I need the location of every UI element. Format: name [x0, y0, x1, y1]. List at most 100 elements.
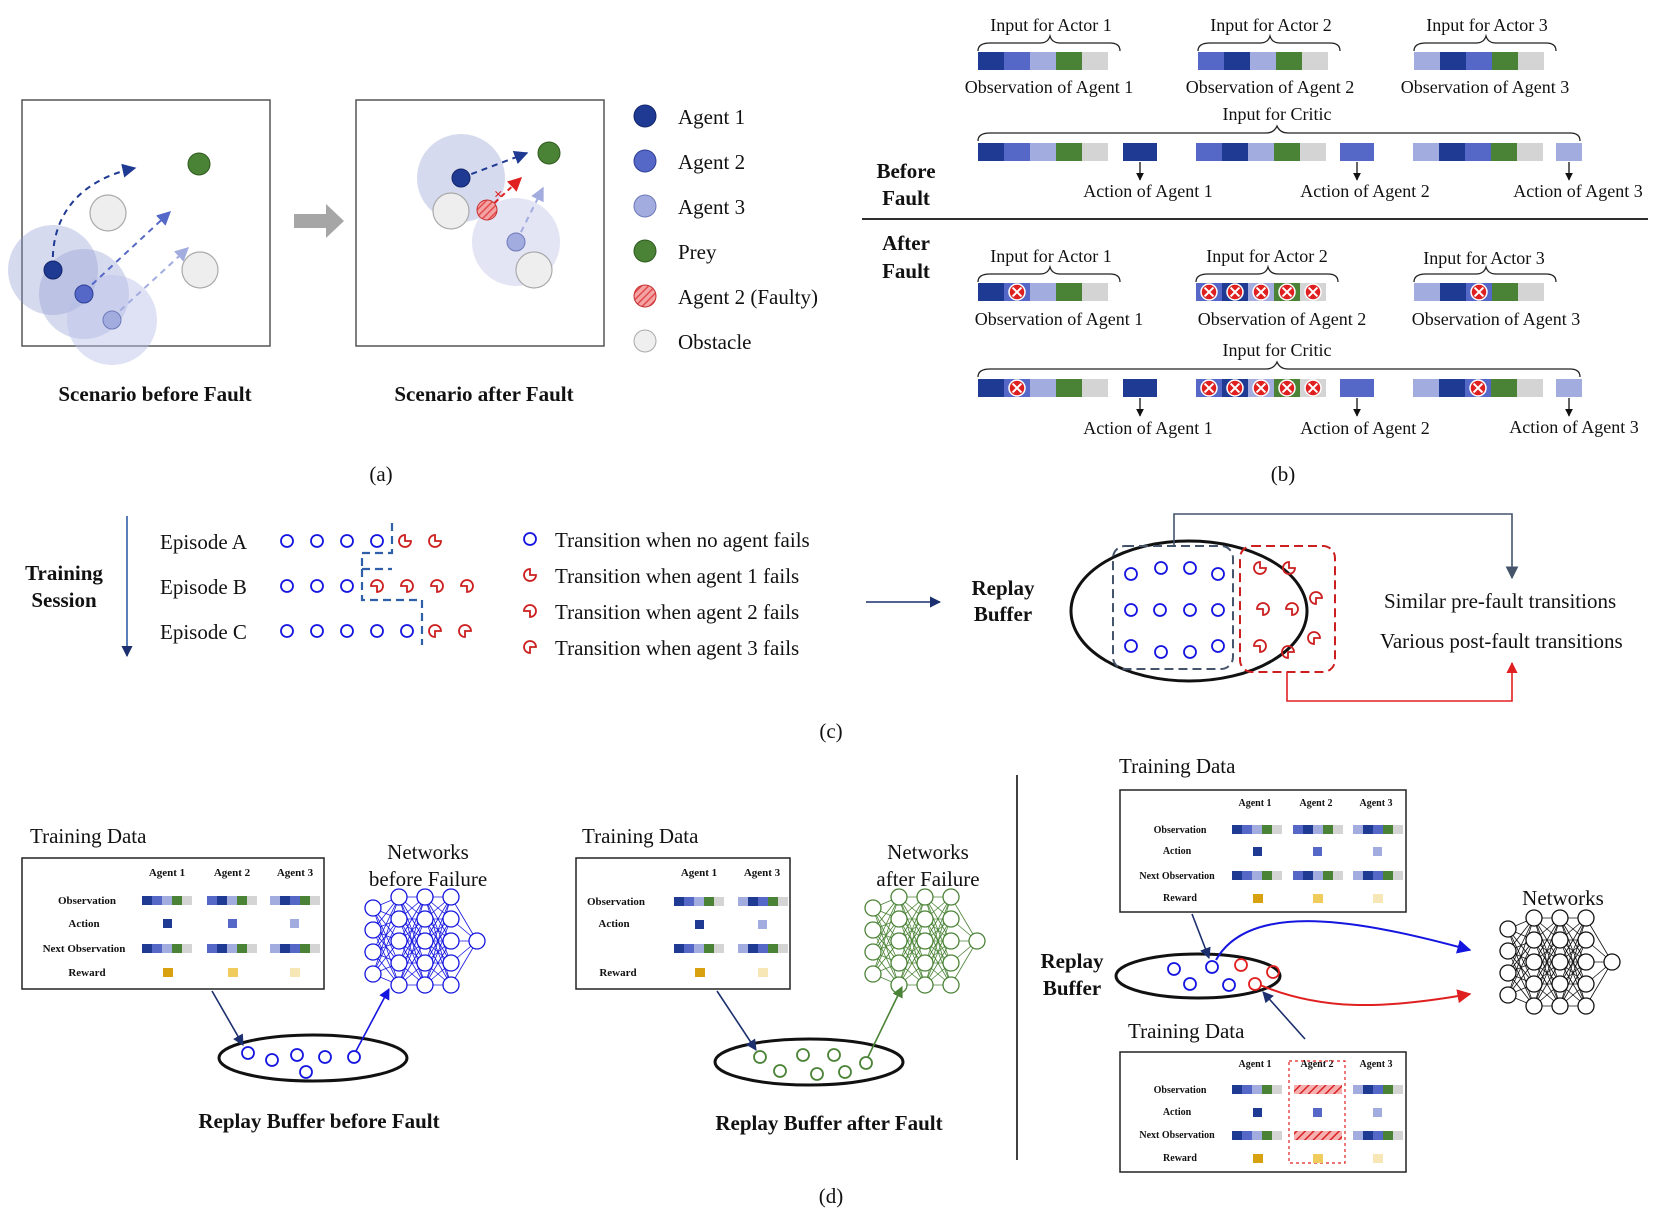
obs-cell: [738, 897, 748, 906]
obs-cell: [758, 897, 768, 906]
nn-node: [1525, 997, 1543, 1015]
panel-c: Training Session Episode A Episode B Epi…: [25, 513, 1623, 743]
after-actor3-input: Input for Actor 3: [1423, 248, 1544, 268]
nn-node: [1603, 953, 1621, 971]
agent1-fail-mark: [428, 534, 442, 548]
obs-cell: [1439, 143, 1465, 161]
obs-cell: [1272, 1131, 1282, 1140]
obs-cell: [1373, 871, 1383, 880]
obs-cell: [748, 944, 758, 953]
panel-a: × Agent 1 Agent 2 Agent 3 Prey Agent 2 (…: [8, 99, 818, 486]
obs-cell: [1383, 1085, 1393, 1094]
obs-cell: [1414, 283, 1440, 301]
obs-cell: [978, 52, 1004, 70]
nn-node: [416, 932, 434, 950]
obs-cell: [1056, 52, 1082, 70]
networks-before-2: before Failure: [369, 867, 487, 891]
after-obs-agent1: Observation of Agent 1: [975, 309, 1143, 329]
obs-cell: [978, 379, 1004, 397]
nn-node: [442, 888, 460, 906]
obs-cell: [270, 896, 280, 905]
nn-node: [890, 910, 908, 928]
obs-cell: [1272, 825, 1282, 834]
after-critic-action-1: [1123, 379, 1157, 397]
after-obs-agent2: Observation of Agent 2: [1198, 309, 1366, 329]
pre-fault-group: [1112, 545, 1234, 670]
buffer-combined-items: [1167, 958, 1280, 992]
obs-cell: [778, 897, 788, 906]
nn-node: [1577, 997, 1595, 1015]
nn-node: [468, 932, 486, 950]
training-table-right-top: [1119, 789, 1407, 913]
nn-node: [864, 943, 882, 961]
left-row-observation: Observation: [58, 895, 116, 907]
obstacle-icon: [432, 192, 470, 230]
obs-cell: [227, 896, 237, 905]
caption-replay-after: Replay Buffer after Fault: [715, 1111, 942, 1135]
similar-arrow: [1173, 513, 1519, 580]
obs-cell: [280, 944, 290, 953]
nn-node: [1577, 931, 1595, 949]
obs-cell: [704, 944, 714, 953]
various-arrow: [1286, 661, 1518, 702]
nn-node: [390, 888, 408, 906]
obs-cell: [1440, 52, 1466, 70]
obs-cell: [1293, 825, 1303, 834]
before-obs-agent1: Observation of Agent 1: [965, 77, 1133, 97]
legend-a: Agent 1 Agent 2 Agent 3 Prey Agent 2 (Fa…: [633, 104, 818, 354]
replay-buffer-combined: [1114, 952, 1282, 1000]
before-fault-label-2: Fault: [882, 186, 930, 210]
nn-node: [416, 976, 434, 994]
after-fault-label-1: After: [882, 231, 930, 255]
legend-agent3-fail: Transition when agent 3 fails: [555, 636, 799, 660]
obs-cell: [1492, 283, 1518, 301]
obs-cell: [290, 896, 300, 905]
obs-cell: [237, 896, 247, 905]
blue-flow-arrow: [1215, 920, 1472, 961]
before-obs-agent2: Observation of Agent 2: [1186, 77, 1354, 97]
obstacle-legend-icon: [633, 329, 657, 353]
nn-node: [916, 932, 934, 950]
rt-col-agent2: Agent 2: [1299, 798, 1332, 809]
obs-cell: [152, 944, 162, 953]
nn-node: [1499, 964, 1517, 982]
obs-cell: [270, 944, 280, 953]
nn-node: [416, 910, 434, 928]
before-actor-inputs: Input for Actor 1 Input for Actor 2 Inpu…: [977, 15, 1557, 52]
nn-node: [1525, 975, 1543, 993]
nn-node: [890, 954, 908, 972]
rt-row-action: Action: [1163, 846, 1192, 857]
nn-node: [864, 965, 882, 983]
obs-cell: [1082, 143, 1108, 161]
prey-legend-icon: [633, 239, 657, 263]
panel-label-c: (c): [819, 719, 842, 743]
before-actor1-input: Input for Actor 1: [990, 15, 1111, 35]
obs-cell: [300, 896, 310, 905]
agent1-fail-legend-icon: [523, 568, 537, 582]
after-obs-bar-3: [1414, 283, 1544, 301]
obs-cell: [1353, 871, 1363, 880]
obs-cell: [310, 896, 320, 905]
obs-cell: [1030, 52, 1056, 70]
networks-combined: Networks: [1522, 886, 1604, 910]
training-session-label-2: Session: [31, 588, 97, 612]
nn-node: [1551, 975, 1569, 993]
obs-cell: [172, 896, 182, 905]
obs-cell: [1252, 1131, 1262, 1140]
nn-node: [942, 910, 960, 928]
after-action-agent1: Action of Agent 1: [1083, 418, 1212, 438]
obs-cell: [1056, 283, 1082, 301]
after-action-agent2: Action of Agent 2: [1300, 418, 1429, 438]
agent2-legend-icon: [633, 149, 657, 173]
before-action-agent2: Action of Agent 2: [1300, 181, 1429, 201]
nn-node: [442, 976, 460, 994]
nn-node: [942, 976, 960, 994]
scenario-after-content: ×: [417, 134, 561, 289]
obs-cell: [172, 944, 182, 953]
scenario-after-box: [355, 99, 605, 347]
nn-node: [1577, 909, 1595, 927]
nn-node: [942, 888, 960, 906]
nn-node: [916, 910, 934, 928]
agent1-legend-icon: [633, 104, 657, 128]
